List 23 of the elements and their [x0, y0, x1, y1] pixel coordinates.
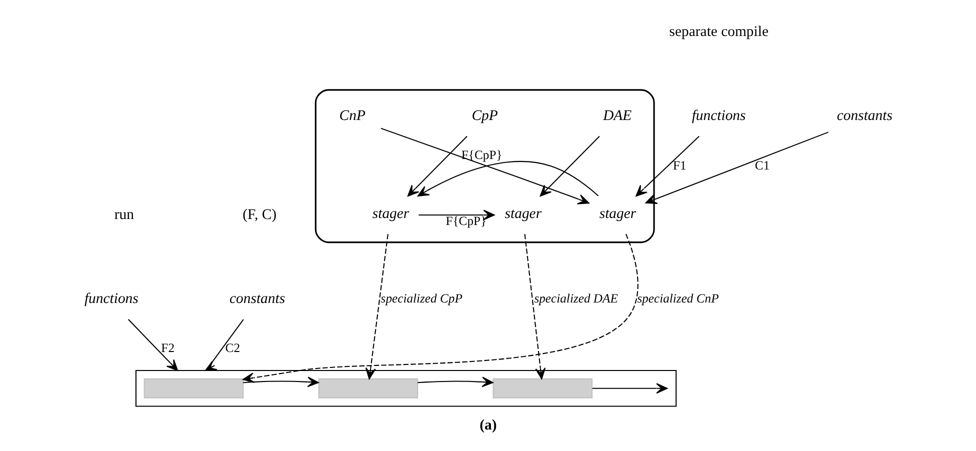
- node-text: stager: [599, 205, 636, 222]
- node-text: CpP: [472, 108, 498, 124]
- edge-label: F1: [672, 158, 686, 172]
- edge-label: F{CpP}: [461, 148, 502, 162]
- edge-label: specialized CnP: [637, 290, 719, 305]
- node-text: stager: [372, 205, 410, 222]
- node-text: stager: [504, 205, 542, 222]
- node-text: CnP: [339, 108, 366, 124]
- node-text: functions: [84, 290, 138, 306]
- node-text: constants: [229, 290, 286, 306]
- node-text: constants: [836, 108, 892, 124]
- label: separate compile: [669, 24, 768, 40]
- caption: (a): [480, 417, 497, 434]
- label: (F, C): [242, 206, 277, 222]
- edge-label: C1: [754, 158, 770, 172]
- edge-label: specialized CpP: [380, 290, 462, 305]
- edge-label: F2: [161, 340, 175, 355]
- node-text: DAE: [603, 108, 632, 124]
- edge-label: F{CpP}: [446, 214, 487, 228]
- label: run: [114, 206, 134, 222]
- edge-label: C2: [225, 340, 240, 355]
- node-text: functions: [692, 108, 746, 124]
- edge-label: specialized DAE: [534, 290, 618, 305]
